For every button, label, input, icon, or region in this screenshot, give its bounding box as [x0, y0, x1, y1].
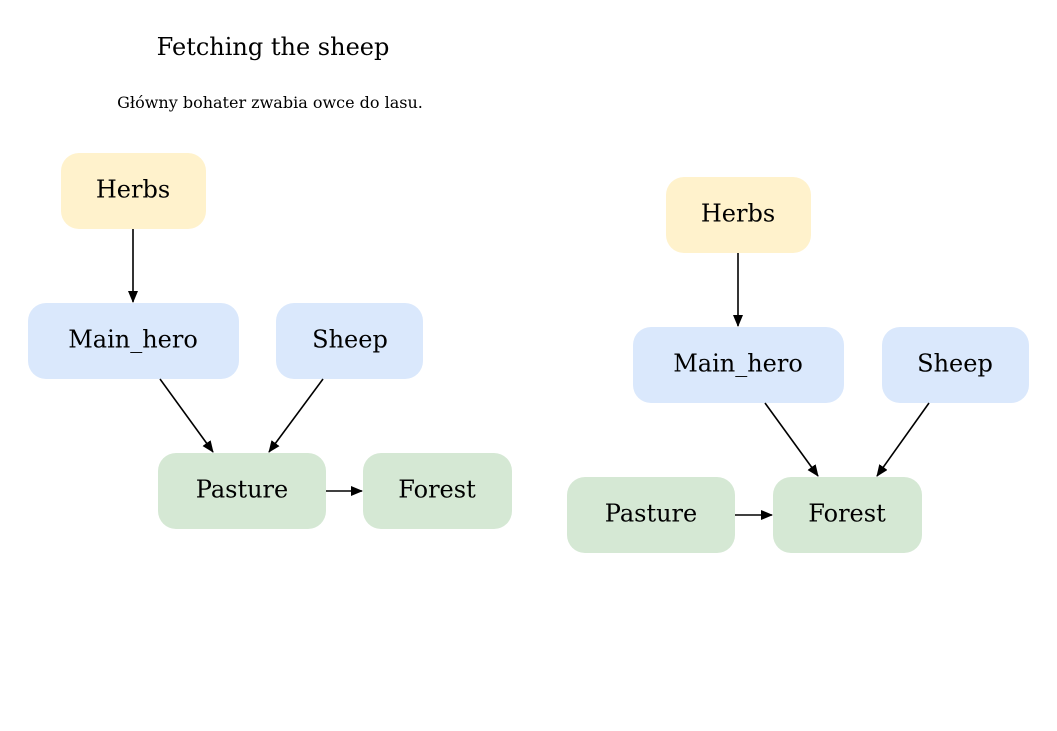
node-forest: Forest: [363, 453, 512, 529]
node-herbs: Herbs: [666, 177, 811, 253]
node-main-hero-label: Main_hero: [68, 326, 198, 354]
node-herbs-label: Herbs: [96, 176, 170, 204]
node-main-hero: Main_hero: [633, 327, 844, 403]
node-main-hero-label: Main_hero: [673, 350, 803, 378]
edge-main-hero-forest: [764, 402, 819, 477]
diagram-subtitle: Główny bohater zwabia owce do lasu.: [117, 93, 423, 112]
node-forest-label: Forest: [398, 476, 476, 504]
edge-main-hero-pasture: [159, 378, 214, 453]
panel-after: Herbs Main_hero Sheep Pasture Forest: [567, 177, 1029, 553]
node-pasture-label: Pasture: [196, 476, 288, 504]
edge-sheep-pasture: [268, 378, 324, 453]
node-sheep-label: Sheep: [312, 326, 388, 354]
node-sheep-label: Sheep: [917, 350, 993, 378]
node-main-hero: Main_hero: [28, 303, 239, 379]
node-herbs: Herbs: [61, 153, 206, 229]
edge-sheep-forest: [876, 402, 930, 477]
node-herbs-label: Herbs: [701, 200, 775, 228]
node-sheep: Sheep: [882, 327, 1029, 403]
node-sheep: Sheep: [276, 303, 423, 379]
panel-before: Herbs Main_hero Sheep Pasture Forest: [28, 153, 512, 529]
node-pasture: Pasture: [158, 453, 326, 529]
node-forest: Forest: [773, 477, 922, 553]
node-pasture-label: Pasture: [605, 500, 697, 528]
node-forest-label: Forest: [808, 500, 886, 528]
node-pasture: Pasture: [567, 477, 735, 553]
diagram-title: Fetching the sheep: [156, 33, 390, 61]
